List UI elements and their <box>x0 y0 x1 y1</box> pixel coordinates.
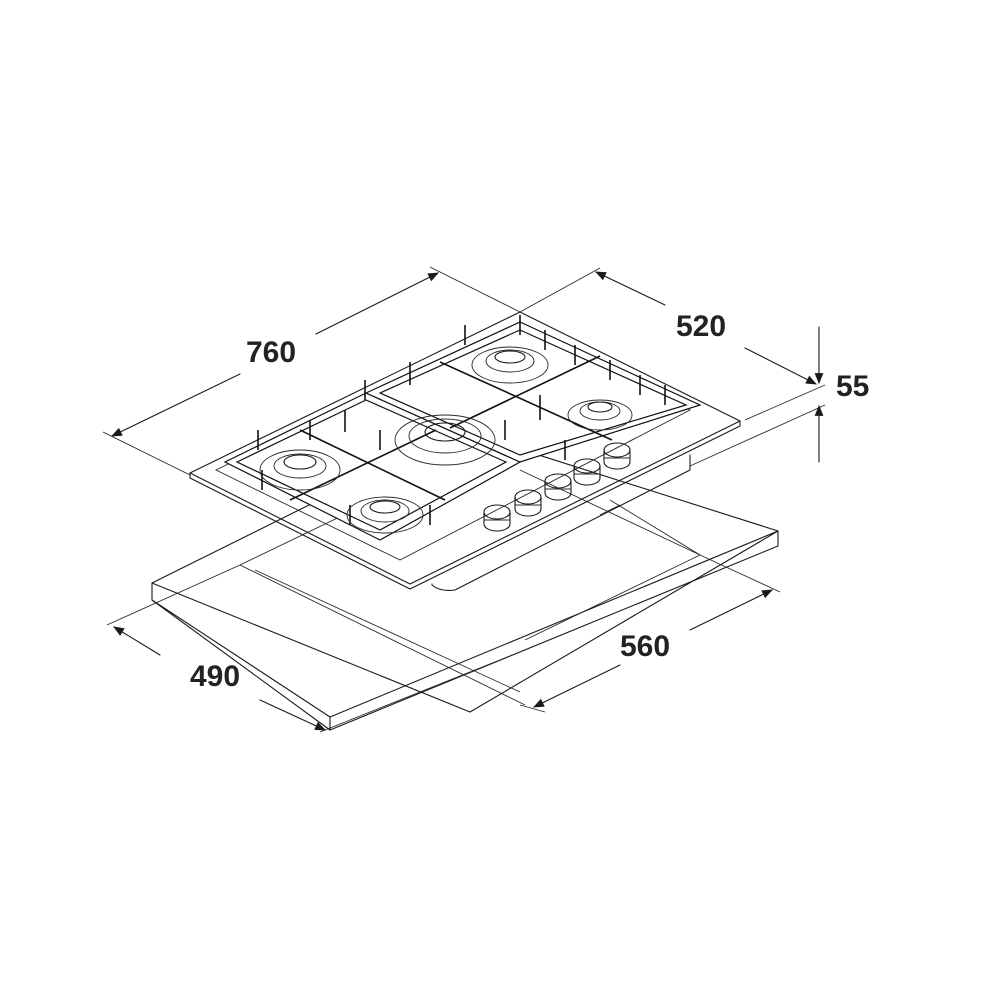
burner-center-wok <box>394 414 496 466</box>
burner-rear-left <box>346 496 424 534</box>
knob-5 <box>603 442 631 470</box>
label-cutout-depth: 490 <box>190 660 241 693</box>
label-hob-width: 760 <box>246 336 297 369</box>
knob-4 <box>573 458 601 486</box>
label-cutout-width: 560 <box>620 630 671 663</box>
label-hob-height: 55 <box>836 370 870 403</box>
dimension-520 <box>519 267 817 385</box>
burner-rear-right <box>471 346 549 384</box>
pan-supports <box>223 315 702 541</box>
dimension-760 <box>102 266 521 476</box>
label-hob-depth: 520 <box>676 310 727 343</box>
burner-front-right <box>567 399 633 431</box>
dimension-55 <box>689 326 826 467</box>
knob-3 <box>544 473 572 501</box>
dimension-490 <box>106 564 526 733</box>
burner-front-left <box>259 449 341 491</box>
knob-2 <box>514 489 542 517</box>
control-knobs <box>483 442 631 532</box>
dimension-560 <box>519 554 781 713</box>
countertop <box>151 429 779 731</box>
knob-1 <box>483 504 511 532</box>
burners <box>259 346 633 534</box>
